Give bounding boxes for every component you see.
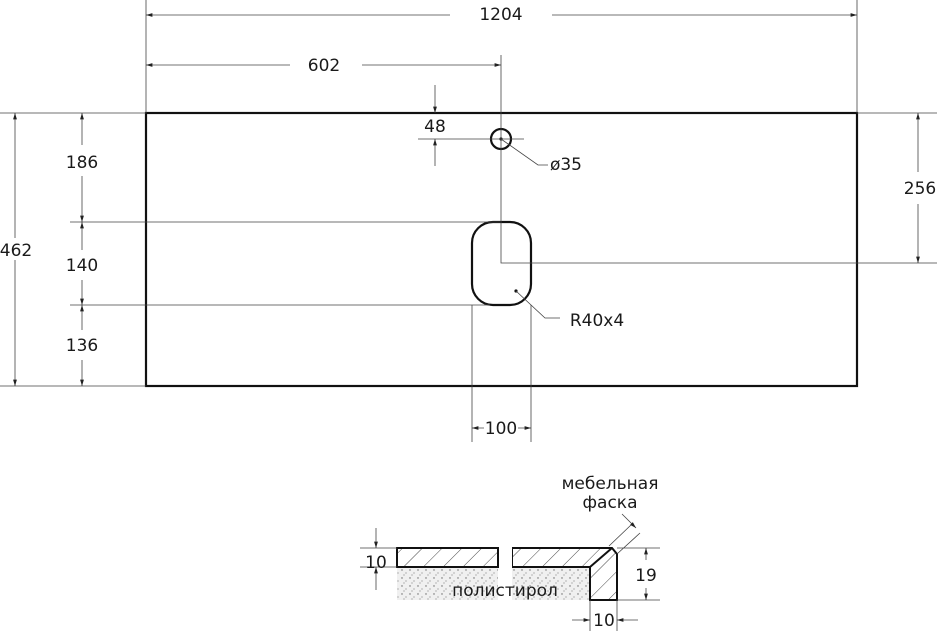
dim-1204: 1204	[479, 5, 522, 25]
dim-48: 48	[424, 117, 446, 137]
dim-100: 100	[485, 419, 517, 439]
dim-edge-thickness: 10	[593, 611, 615, 631]
section-view: мебельная фаска полистирол 10 19 10	[360, 474, 660, 631]
label-chamfer-2: фаска	[583, 493, 638, 513]
dim-total-thickness: 19	[635, 566, 657, 586]
dim-140: 140	[66, 256, 98, 276]
dim-top-thickness: 10	[365, 553, 387, 573]
dim-462: 462	[0, 241, 32, 261]
countertop-outline	[144, 111, 859, 388]
dim-602: 602	[308, 56, 340, 76]
dim-hole-diameter: ø35	[550, 155, 582, 175]
label-core: полистирол	[452, 581, 558, 601]
sink-cutout	[470, 220, 533, 307]
label-chamfer-1: мебельная	[562, 474, 659, 494]
dim-186: 186	[66, 153, 98, 173]
dim-slot-radius: R40x4	[570, 311, 624, 331]
dim-136: 136	[66, 336, 98, 356]
plan-view: 1204 602 48 ø35 R40x4 462 186 140 136 25…	[0, 0, 937, 442]
dim-256: 256	[904, 179, 936, 199]
